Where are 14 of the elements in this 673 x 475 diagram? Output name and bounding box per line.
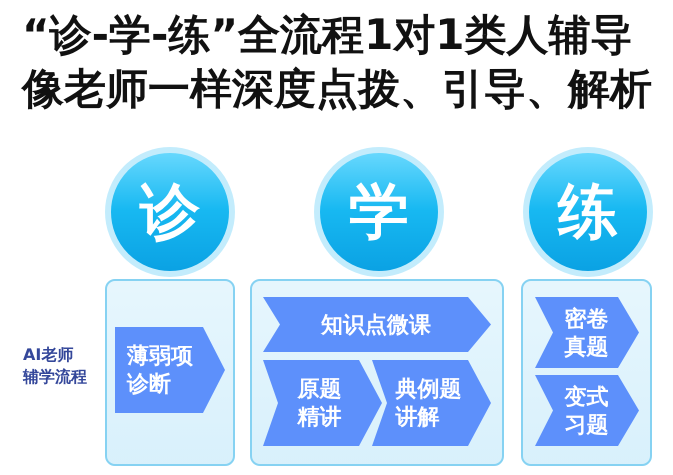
step-label: 知识点微课 (321, 310, 431, 338)
stage-character: 诊 (140, 182, 200, 242)
step-label: 密卷真题 (564, 304, 610, 360)
stage-panel (250, 279, 504, 466)
stage-panel (105, 279, 235, 466)
stage-character: 学 (349, 182, 409, 242)
step-label: 原题精讲 (297, 375, 342, 431)
page-title: “诊-学-练”全流程1对1类人辅导像老师一样深度点拨、引导、解析 (22, 9, 653, 115)
flow-label: AI老师辅学流程 (23, 344, 88, 388)
step-label: 典例题讲解 (395, 375, 462, 431)
step-label: 薄弱项诊断 (126, 342, 194, 398)
stage-character: 练 (558, 182, 618, 242)
step-label: 变式习题 (564, 382, 610, 438)
stage-panel (521, 279, 652, 466)
